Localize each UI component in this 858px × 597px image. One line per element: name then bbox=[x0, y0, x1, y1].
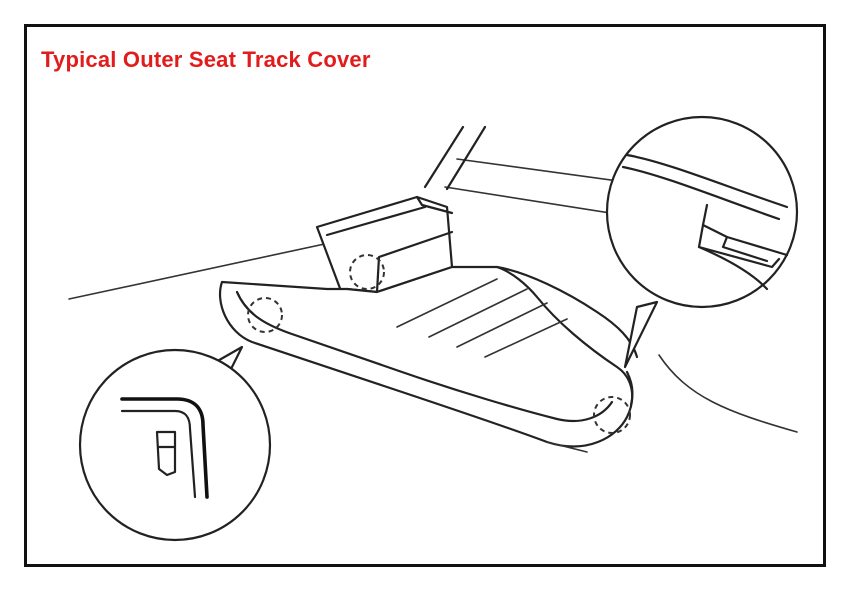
detail-callout-left bbox=[78, 345, 272, 542]
seat-post bbox=[423, 125, 487, 191]
detail-callout-right bbox=[605, 115, 799, 369]
diagram-frame: Typical Outer Seat Track Cover bbox=[24, 24, 826, 567]
diagram-title: Typical Outer Seat Track Cover bbox=[41, 47, 371, 72]
clip-locations bbox=[247, 254, 631, 434]
seat-track-cover-illustration bbox=[68, 115, 799, 542]
clip-marker-front bbox=[247, 297, 283, 333]
clip-marker-upper bbox=[349, 254, 385, 290]
track-cover-body bbox=[218, 265, 639, 453]
clip-marker-rear bbox=[593, 396, 631, 434]
